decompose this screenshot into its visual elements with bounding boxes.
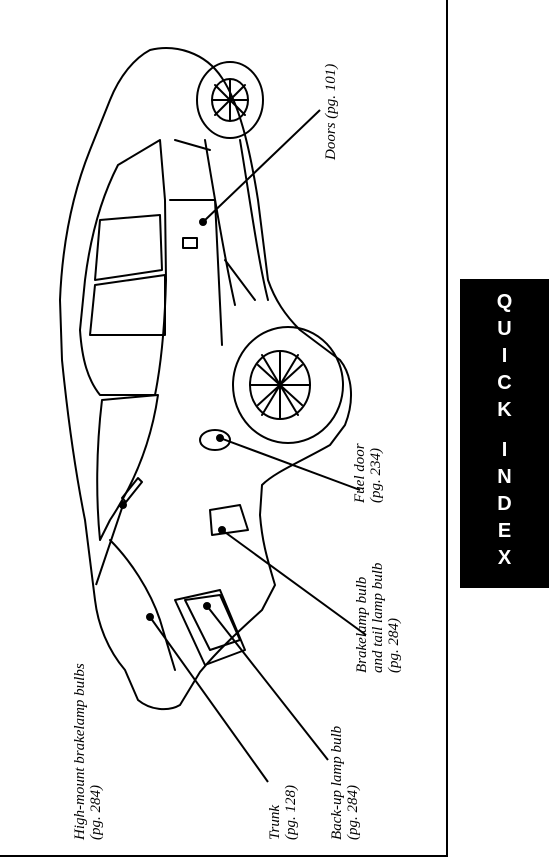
brakelamp-page: (pg. 284): [386, 618, 402, 673]
rear-window: [89, 274, 166, 336]
tab-letter: K: [497, 399, 512, 421]
leader-brakelamp: [221, 529, 367, 636]
fuel-door-page: (pg. 234): [368, 448, 384, 503]
trunk-label: Trunk (pg. 128): [267, 785, 299, 840]
roof-outline: [79, 139, 167, 396]
trunk-name: Trunk: [267, 804, 283, 840]
tab-letter: X: [497, 547, 512, 569]
leader-fuel-door: [219, 437, 361, 491]
backup-lamp-name: Back-up lamp bulb: [329, 725, 345, 840]
brakelamp-line2: and tail lamp bulb: [370, 562, 386, 673]
tab-letter: U: [497, 318, 512, 340]
tab-letter: D: [497, 493, 512, 515]
high-mount-page: (pg. 284): [88, 785, 104, 840]
car-illustration: [59, 47, 367, 783]
brakelamp-label: Brakelamp bulb and tail lamp bulb (pg. 2…: [354, 563, 402, 673]
high-mount-lamp: [121, 477, 143, 503]
rear-wheel: [232, 326, 344, 444]
brakelamp-line1: Brakelamp bulb: [354, 576, 370, 673]
tab-letter: Q: [496, 291, 513, 313]
trunk-lid: [109, 539, 246, 671]
door-handle: [182, 237, 198, 249]
tab-letter: C: [497, 372, 512, 394]
fuel-door-name: Fuel door: [352, 443, 368, 503]
quick-index-tab[interactable]: Q U I C K I N D E X: [460, 279, 549, 588]
tab-letter: I: [501, 439, 508, 461]
leader-trunk: [149, 616, 269, 783]
high-mount-label: High-mount brakelamp bulbs (pg. 284): [72, 663, 104, 840]
rear-backlight: [96, 394, 159, 541]
taillamp: [209, 504, 249, 536]
car-body-outline: [59, 47, 352, 711]
front-window: [94, 214, 163, 281]
leader-backup-lamp: [206, 605, 329, 761]
backup-lamp-page: (pg. 284): [345, 785, 361, 840]
backup-lamp-label: Back-up lamp bulb (pg. 284): [329, 726, 361, 840]
side-molding: [204, 139, 269, 306]
tab-letter: I: [501, 345, 508, 367]
tab-letter: E: [497, 520, 512, 542]
rear-bumper: [184, 594, 241, 651]
tab-letter: N: [497, 466, 512, 488]
fuel-door: [199, 429, 231, 451]
leader-high-mount: [95, 504, 124, 586]
leader-doors: [202, 109, 321, 223]
trunk-page: (pg. 128): [283, 785, 299, 840]
doors-label: Doors (pg. 101): [323, 63, 339, 160]
high-mount-name: High-mount brakelamp bulbs: [72, 663, 88, 840]
front-wheel: [196, 61, 264, 139]
fuel-door-label: Fuel door (pg. 234): [352, 443, 384, 503]
page-frame: [0, 0, 448, 857]
